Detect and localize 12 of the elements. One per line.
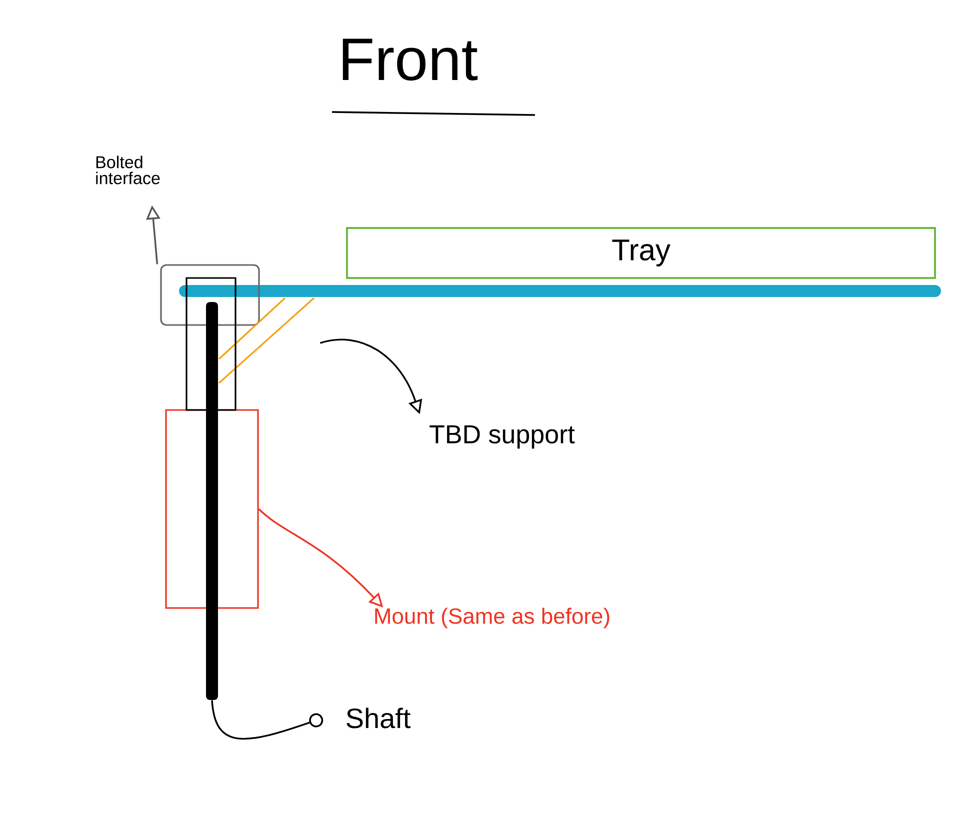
callout-text: Shaft (346, 708, 410, 728)
tray-box: Tray (346, 227, 936, 279)
callout-text: Bolted interface (96, 156, 160, 184)
shaft-bar (206, 302, 218, 700)
sleeve-box (186, 277, 236, 411)
support-strut-drawing (218, 297, 315, 384)
arrow (211, 700, 324, 740)
callout-text: TBD support (430, 425, 575, 449)
title: Front (342, 38, 478, 81)
callout-text: Mount (Same as before) (375, 608, 610, 628)
interface-box (160, 264, 260, 326)
mount-box (165, 409, 259, 609)
